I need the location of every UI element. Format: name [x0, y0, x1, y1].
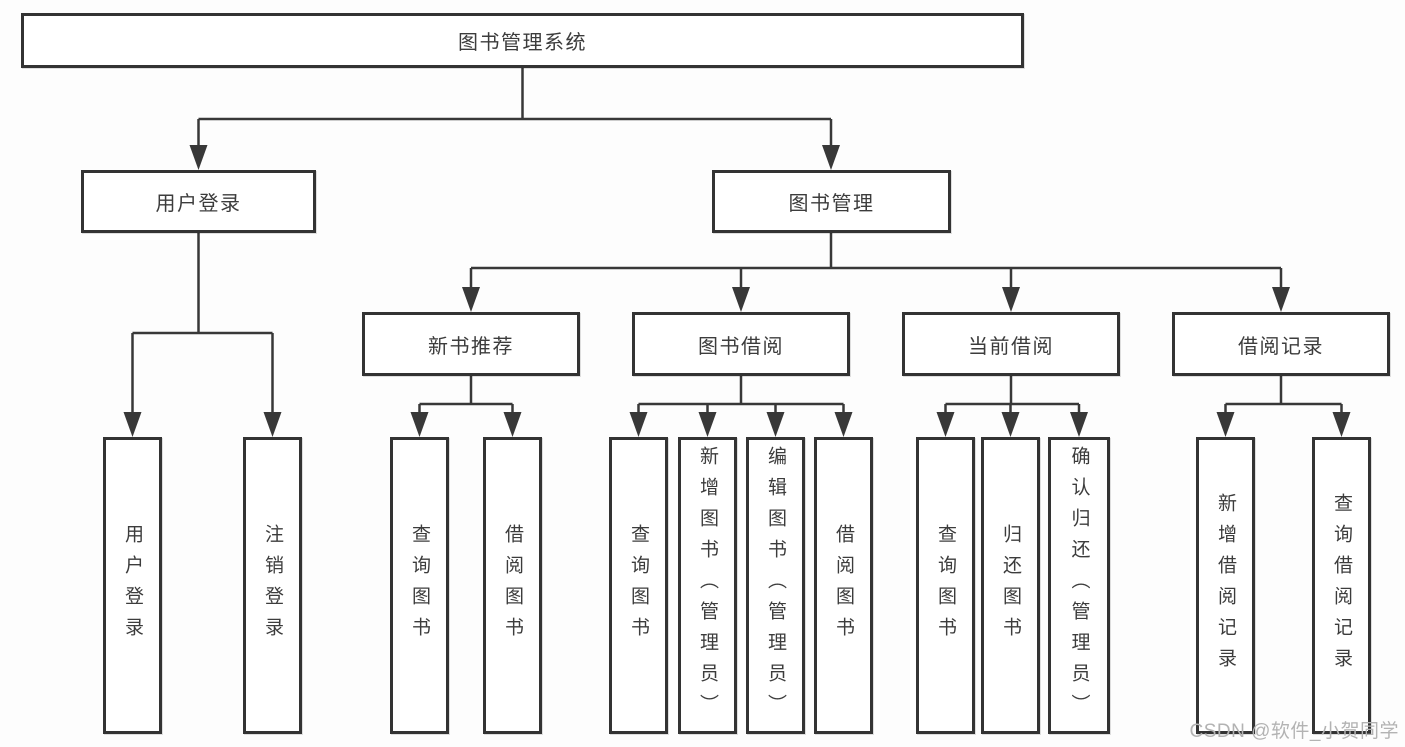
leaf-confirm-return-admin: 确认归还（管理员）: [1048, 437, 1110, 734]
leaf-borrow-books-recommend: 借阅图书: [483, 437, 542, 734]
leaf-add-books-admin: 新增图书（管理员）: [678, 437, 737, 734]
leaf-user-login: 用户登录: [103, 437, 162, 734]
node-book-management-branch: 图书管理: [712, 170, 951, 233]
leaf-query-books-current: 查询图书: [916, 437, 975, 734]
leaf-query-borrow-record: 查询借阅记录: [1312, 437, 1371, 734]
node-current-borrow: 当前借阅: [902, 312, 1120, 376]
node-library-management-system: 图书管理系统: [21, 13, 1024, 68]
leaf-return-books: 归还图书: [981, 437, 1040, 734]
csdn-watermark: CSDN @软件_小贺同学: [1189, 721, 1399, 742]
tree-edges: [131, 68, 1343, 419]
leaf-borrow-books: 借阅图书: [814, 437, 873, 734]
node-new-book-recommend: 新书推荐: [362, 312, 580, 376]
node-user-login-branch: 用户登录: [81, 170, 316, 233]
leaf-add-borrow-record: 新增借阅记录: [1196, 437, 1255, 734]
node-book-borrow: 图书借阅: [632, 312, 850, 376]
node-borrow-records: 借阅记录: [1172, 312, 1390, 376]
leaf-query-books-recommend: 查询图书: [390, 437, 449, 734]
leaf-logout: 注销登录: [243, 437, 302, 734]
arrow-heads: [123, 145, 1351, 437]
leaf-edit-books-admin: 编辑图书（管理员）: [746, 437, 805, 734]
leaf-query-books-borrow: 查询图书: [609, 437, 668, 734]
